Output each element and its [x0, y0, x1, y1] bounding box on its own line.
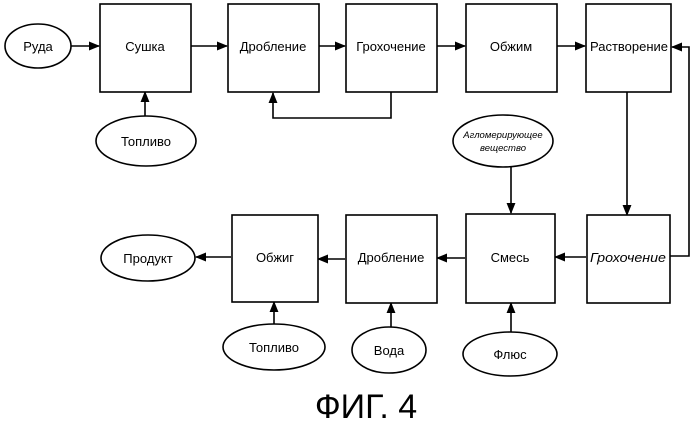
node-ore: Руда: [5, 24, 71, 68]
binder-label-line2: вещество: [480, 143, 526, 154]
node-fuel-top: Топливо: [96, 116, 196, 166]
node-product: Продукт: [101, 235, 195, 281]
product-label: Продукт: [123, 251, 172, 266]
node-crushing-top: Дробление: [228, 4, 319, 92]
binder-label-line1: Агломерирующее: [462, 130, 542, 141]
edge-screening-return-to-dissolving: [670, 47, 689, 256]
node-flux: Флюс: [463, 332, 557, 376]
crushing-top-label: Дробление: [240, 39, 307, 54]
ore-label: Руда: [23, 39, 53, 54]
pressing-label: Обжим: [490, 39, 532, 54]
node-screening-bottom: Грохочение: [587, 215, 670, 303]
roasting-label: Обжиг: [256, 250, 294, 265]
flux-label: Флюс: [493, 347, 527, 362]
screening-top-label: Грохочение: [356, 39, 426, 54]
node-crushing-bottom: Дробление: [346, 215, 437, 303]
node-water: Вода: [352, 327, 426, 373]
dissolving-label: Растворение: [590, 39, 668, 54]
screening-bottom-label: Грохочение: [590, 250, 666, 265]
node-fuel-bottom: Топливо: [223, 324, 325, 370]
edge-screening-recycle-to-crushing: [273, 92, 391, 118]
water-label: Вода: [374, 343, 405, 358]
fuel-bottom-label: Топливо: [249, 340, 299, 355]
crushing-bottom-label: Дробление: [358, 250, 425, 265]
mixing-label: Смесь: [491, 250, 530, 265]
node-dissolving: Растворение: [586, 4, 671, 92]
node-roasting: Обжиг: [232, 215, 318, 302]
node-mixing: Смесь: [466, 214, 555, 303]
node-screening-top: Грохочение: [346, 4, 437, 92]
fuel-top-label: Топливо: [121, 134, 171, 149]
drying-label: Сушка: [125, 39, 165, 54]
node-drying: Сушка: [100, 4, 191, 92]
node-binder: Агломерирующее вещество: [453, 115, 553, 167]
node-pressing: Обжим: [466, 4, 557, 92]
figure-caption: ФИГ. 4: [315, 388, 417, 425]
